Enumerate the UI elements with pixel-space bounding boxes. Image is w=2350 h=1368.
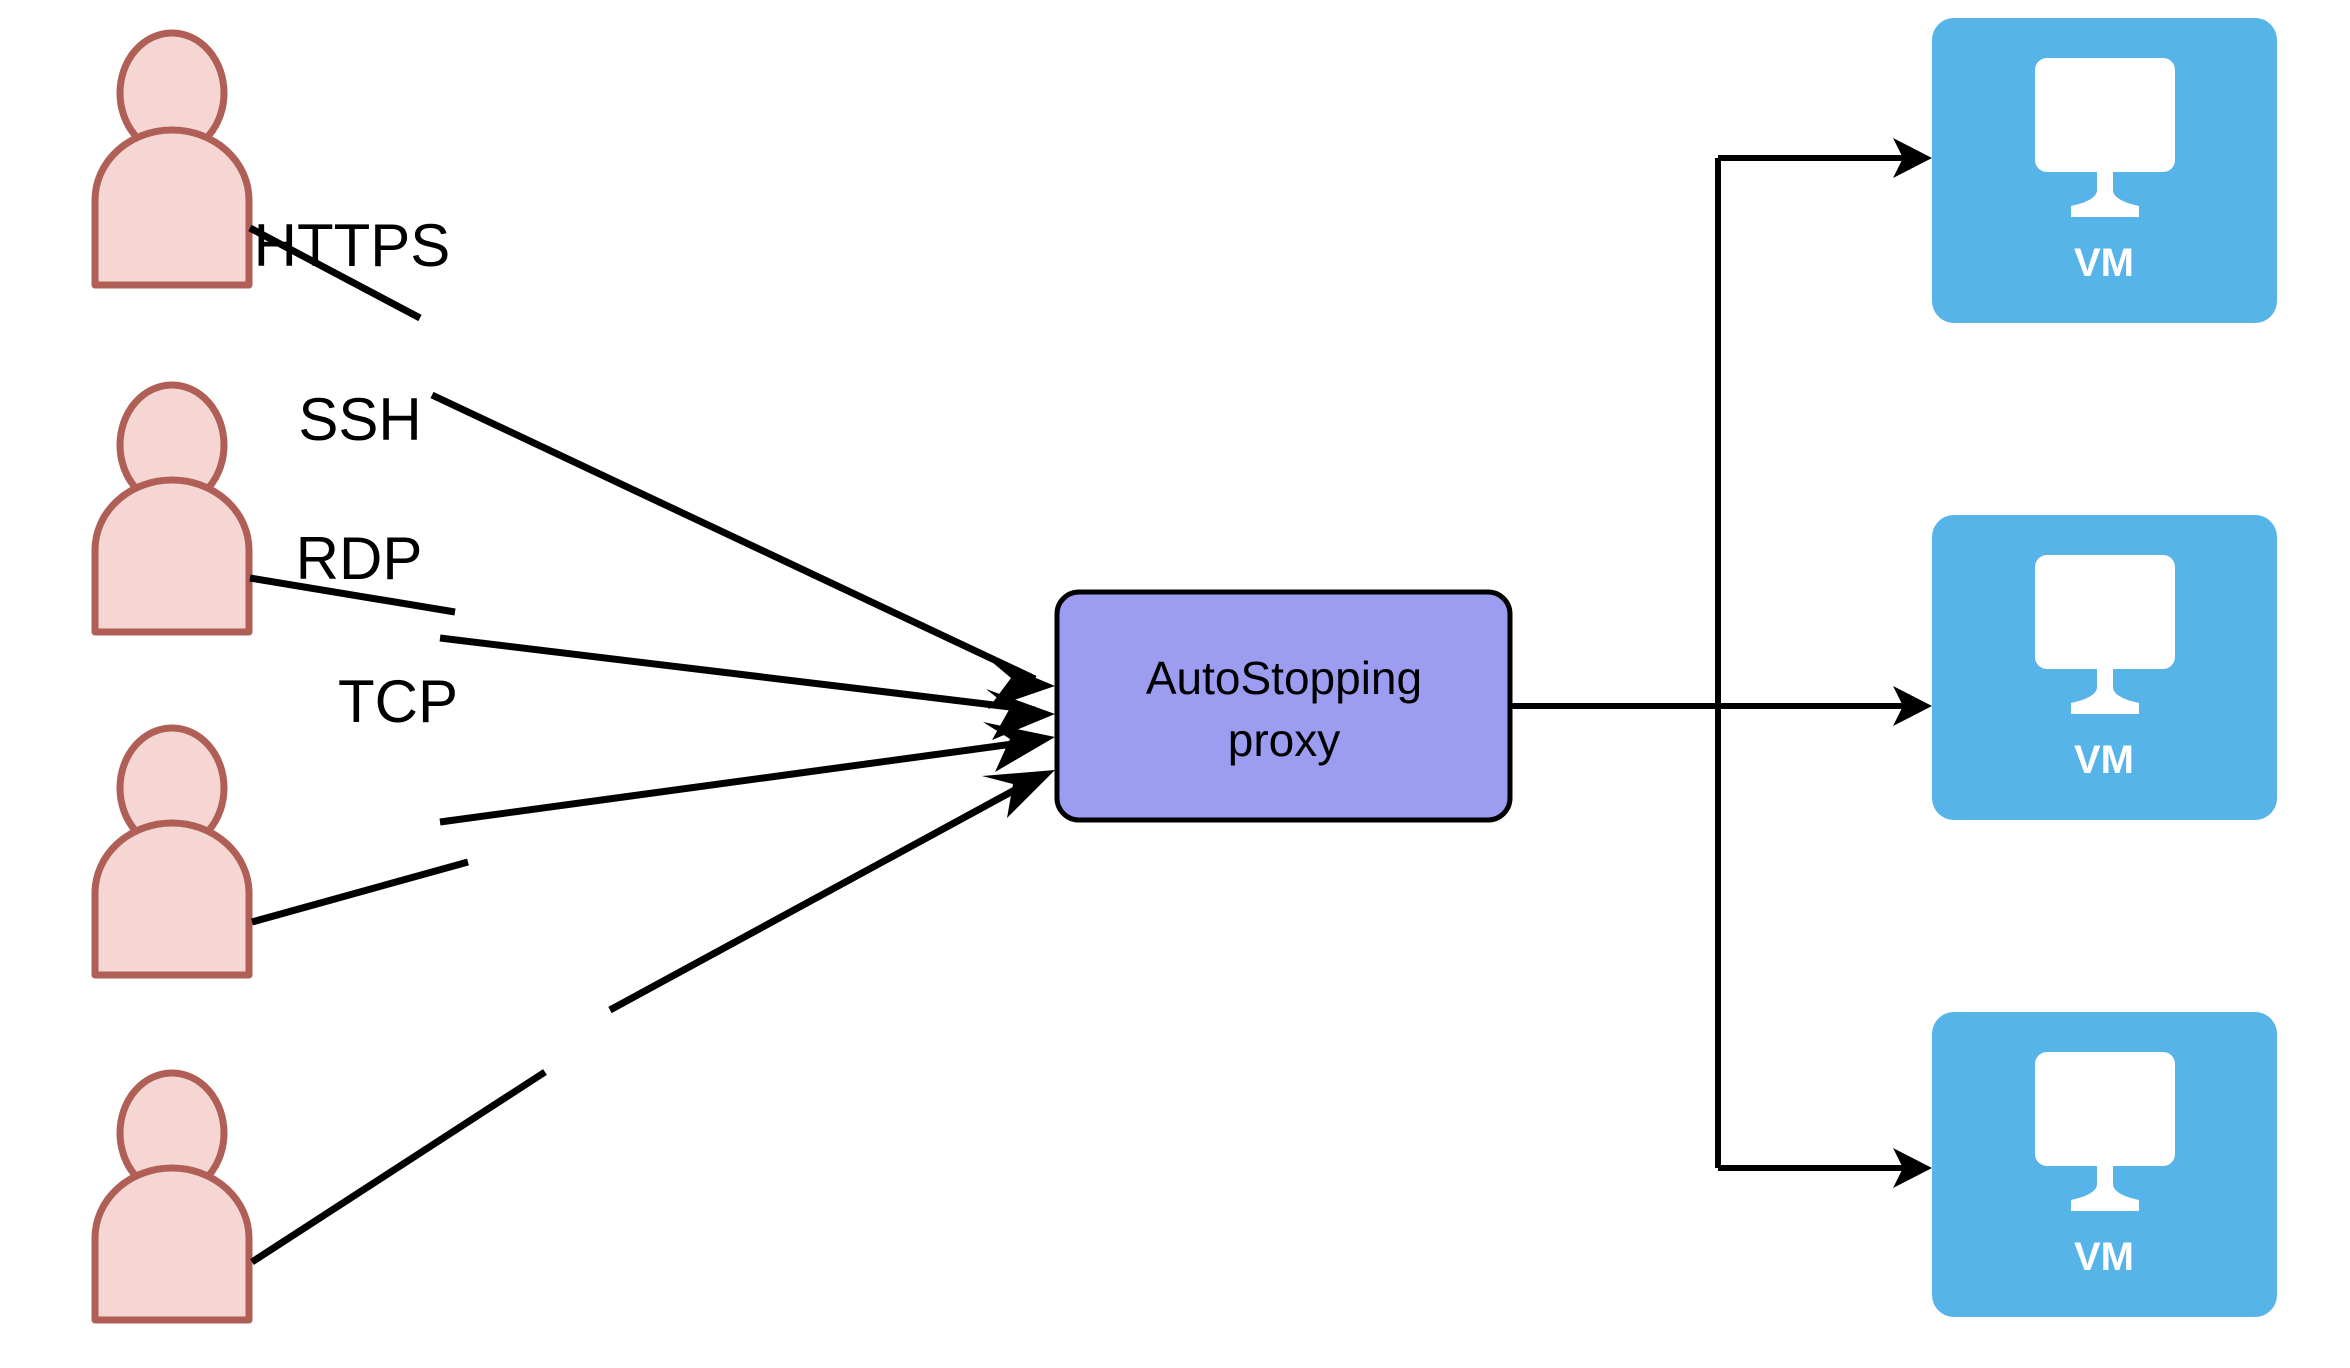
actor-4[interactable] [91,1069,253,1324]
proxy-box [1054,589,1513,823]
vm-top-node[interactable]: VM [1932,18,2277,323]
protocol-label-ssh: SSH [298,386,421,453]
virtual-machine-icon [2035,555,2175,714]
autostopping-proxy-node[interactable]: AutoStopping proxy [1054,589,1513,823]
proxy-label-line2: proxy [1228,714,1340,766]
vm-label: VM [2074,738,2134,782]
vm-label: VM [2074,241,2134,285]
protocol-label-tcp: TCP [338,668,458,735]
actor-1[interactable] [91,29,253,289]
user-body-icon [91,1164,253,1324]
arrow-head-icon [986,657,1055,709]
user-body-icon [91,819,253,979]
actor-3[interactable] [91,724,253,979]
virtual-machine-icon [2035,1052,2175,1211]
user-body-icon [91,126,253,289]
proxy-label-line1: AutoStopping [1146,652,1422,704]
user-body-icon [91,476,253,636]
virtual-machine-icon [2035,58,2175,217]
arrow-head-icon [1893,686,1932,726]
protocol-label-https: HTTPS [254,212,451,279]
arrow-head-icon [982,770,1055,818]
edge-actor3-proxy [251,722,1055,926]
arrow-head-icon [1893,138,1932,178]
vm-middle-node[interactable]: VM [1932,515,2277,820]
vm-label: VM [2074,1235,2134,1279]
arrow-head-icon [983,722,1055,772]
vm-bottom-node[interactable]: VM [1932,1012,2277,1317]
actor-2[interactable] [91,381,253,636]
edge-proxy-vms [1510,138,1932,1188]
edge-actor4-proxy [250,770,1055,1265]
edge-actor1-proxy [248,224,1055,709]
protocol-label-rdp: RDP [296,525,423,592]
arrow-head-icon [1893,1148,1932,1188]
